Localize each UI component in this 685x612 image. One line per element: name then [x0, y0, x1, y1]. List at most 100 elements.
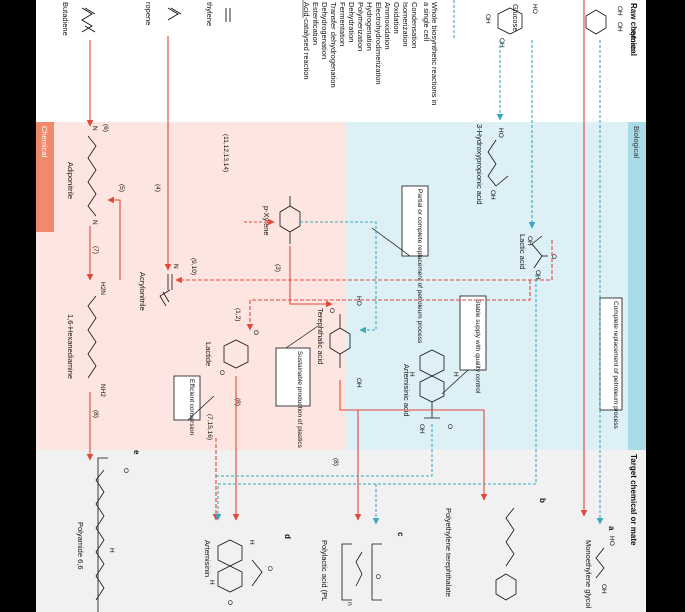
artemisinic-label: Artemisinic acid — [402, 364, 411, 417]
lactic-oh-2: OH — [534, 270, 541, 280]
acrylonitrile-label: Acrylonitrile — [138, 272, 147, 311]
pet-label: Polyethylene terephthalate — [444, 508, 453, 597]
step-9-10: (9,10) — [190, 258, 197, 275]
meg-oh: OH — [600, 584, 607, 594]
pla-o: O — [374, 574, 381, 579]
hydroxypropionic-oh: OH — [489, 190, 496, 200]
lactic-oh: OH — [526, 236, 533, 246]
artemisinin-h-1: H — [248, 540, 255, 545]
p-xylene-label: p-Xylene — [262, 206, 271, 236]
legend-transfer-dehydrogenation: Transfer dehydrogenation — [329, 2, 338, 88]
panel-c: c — [396, 532, 405, 537]
acrylonitrile-n: N — [172, 264, 179, 269]
lactic-structure — [531, 235, 548, 269]
step-7: (7) — [92, 246, 99, 254]
butadiene-structure — [81, 7, 96, 33]
xylose-oh-1: OH — [616, 6, 623, 16]
svg-text:Stable supply with quality con: Stable supply with quality control — [474, 299, 481, 394]
pet-structure — [495, 507, 517, 601]
step-7-15-16: (7,15,16) — [206, 414, 213, 440]
lactide-o-1: O — [252, 330, 259, 335]
glucose-oh: OH — [498, 38, 505, 48]
legend-hydrogenation: Hydrogenation — [365, 2, 374, 51]
legend-electrohydrodimerization: Electrohydrodimerization — [374, 2, 383, 85]
artemisinin-o-1: O — [266, 566, 273, 571]
adiponitrile-label: Adiponitrile — [66, 162, 75, 199]
terephthalic-ho: HO — [355, 296, 362, 306]
legend-acid-catalysed: Acid-catalysed reaction — [302, 2, 311, 80]
legend-oxidation: Oxidation — [392, 2, 401, 34]
adiponitrile-n-2: N — [91, 220, 98, 225]
callout-partial-replacement: Partial or complete replacement of petro… — [401, 185, 429, 344]
svg-text:Efficient conversion: Efficient conversion — [188, 379, 195, 436]
legend-fermentation: Fermentation — [338, 2, 347, 46]
polyamide-label: Polyamide 6,6 — [76, 522, 85, 570]
panel-b: b — [538, 498, 547, 503]
legend-isomerization: Isomerization — [401, 2, 410, 47]
artemisinic-h-1: H — [452, 372, 459, 377]
glucose-ho: HO — [531, 4, 538, 14]
callout-complete-replacement: Complete replacement of petroleum proces… — [599, 297, 623, 430]
svg-text:Complete replacement of petrol: Complete replacement of petroleum proces… — [612, 301, 619, 430]
svg-text:Partial or complete replacemen: Partial or complete replacement of petro… — [416, 189, 423, 344]
propene-structure — [167, 7, 182, 21]
adiponitrile-n-1: N — [91, 126, 98, 131]
step-4: (4) — [154, 184, 161, 192]
polyamide-o: O — [122, 468, 129, 473]
svg-text:Sustainable production of plas: Sustainable production of plastics — [296, 351, 303, 449]
terephthalic-oh: OH — [355, 378, 362, 388]
step-8b: (8) — [234, 398, 241, 406]
legend-single-cell: a single cell — [422, 2, 431, 42]
meg-structure — [595, 547, 605, 579]
biological-label-strip — [628, 122, 646, 450]
step-3: (3) — [274, 264, 281, 272]
legend-dehydrogenation: Dehydrogenation — [320, 2, 329, 59]
hydroxypropionic-ho: HO — [497, 128, 504, 138]
target-band — [36, 450, 646, 612]
propene-label: ropene — [144, 2, 153, 25]
callout-sustainable: Sustainable production of plastics — [275, 347, 311, 449]
xylose-oh-2: OH — [616, 22, 623, 32]
step-11-14: (11,12,13,14) — [222, 134, 229, 172]
ethylene-label: thylene — [205, 2, 214, 26]
legend-esterification: Esterification — [311, 2, 320, 45]
hexanediamine-structure — [87, 295, 97, 379]
terephthalic-o: O — [328, 308, 335, 313]
legend-condensation: Condensation — [410, 2, 419, 48]
legend-whole-biosynthetic: Whole biosynthetic reactions in — [430, 2, 439, 105]
hydroxypropionic-structure — [487, 139, 509, 187]
callout-stable-supply: Stable supply with quality control — [459, 295, 487, 394]
step-8c: (8) — [332, 458, 339, 466]
hexanediamine-label: 1,6-Hexanediamine — [66, 314, 75, 379]
red-arrows — [86, 0, 588, 521]
lactide-label: Lactide — [204, 342, 213, 366]
artemisinic-oh: OH — [418, 424, 425, 434]
chemical-label-strip — [36, 122, 54, 232]
hexanediamine-nh2: NH2 — [99, 384, 106, 397]
artemisinin-structure — [217, 539, 263, 593]
xylose-label: Xylose — [629, 28, 638, 51]
step-1-2: (1,2) — [234, 308, 241, 321]
glucose-structure — [497, 7, 523, 35]
artemisinic-o: O — [446, 424, 453, 429]
glucose-oh-2: OH — [484, 14, 491, 24]
lactic-label: Lactic acid — [518, 234, 527, 269]
pla-structure — [341, 543, 382, 601]
acrylonitrile-structure — [159, 274, 173, 307]
target-heading: Target chemical or mate — [629, 454, 638, 546]
chemical-band-label: Chemical — [40, 126, 49, 158]
callout-leaders — [187, 227, 469, 421]
meg-label: Monoethylene glycol — [584, 540, 593, 609]
ethylene-structure — [225, 8, 231, 22]
artemisinin-h-2: H — [208, 580, 215, 585]
pla-n: n — [346, 602, 353, 606]
butadiene-label: Butadiene — [61, 2, 70, 36]
panel-d: d — [283, 534, 292, 539]
artemisinic-h-2: H — [408, 372, 415, 377]
terephthalic-structure — [329, 314, 351, 368]
artemisinin-o-2: O — [226, 600, 233, 605]
legend-polymerization: Polymerization — [356, 2, 365, 51]
hydroxypropionic-label: 3-Hydroxypropionic acid — [475, 124, 484, 204]
raw-chemical-heading: Raw chemical — [629, 3, 638, 56]
